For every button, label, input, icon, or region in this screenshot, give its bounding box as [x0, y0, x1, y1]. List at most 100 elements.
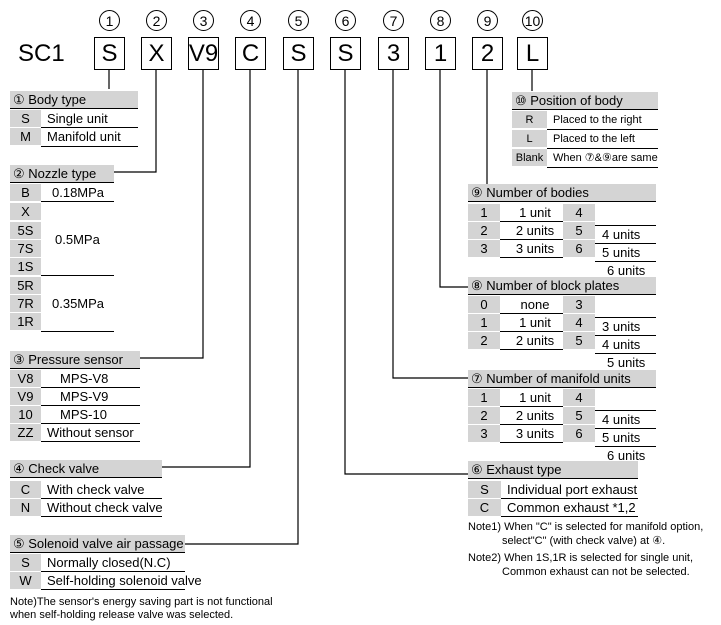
code-box: 2 — [472, 37, 503, 70]
block_plates-value: 3 units — [602, 319, 641, 334]
solenoid-divider — [41, 571, 185, 572]
manifold_units-code: 5 — [563, 407, 595, 425]
position-number: 1 — [99, 10, 120, 31]
position_of_body-desc: Placed to the right — [553, 114, 642, 126]
solenoid-header: ⑤ Solenoid valve air passage — [10, 535, 185, 553]
block_plates-divider — [595, 335, 656, 336]
code-box: S — [330, 37, 361, 70]
position-number: 4 — [240, 10, 261, 31]
position-number: 2 — [146, 10, 167, 31]
pressure_sensor-divider — [41, 441, 140, 442]
manifold_units-value: 2 units — [515, 408, 555, 423]
position-number: 8 — [430, 10, 451, 31]
manifold_units-code: 1 — [468, 389, 500, 407]
block_plates-divider — [500, 349, 563, 350]
nozzle-type-header: ② Nozzle type — [10, 165, 114, 183]
block_plates-code: 4 — [563, 314, 595, 332]
body-type-desc: Manifold unit — [47, 129, 121, 144]
right-note-1a: Note1) When "C" is selected for manifold… — [468, 521, 704, 533]
number_of_bodies-divider — [500, 221, 563, 222]
position-of-body-header: ⑩ Position of body — [512, 92, 658, 110]
number_of_bodies-code: 2 — [468, 222, 500, 240]
block_plates-divider — [500, 313, 563, 314]
nozzle-code: B — [10, 184, 41, 202]
block_plates-code: 5 — [563, 332, 595, 350]
number_of_bodies-value: 5 units — [602, 245, 641, 260]
manifold_units-value: 1 unit — [519, 390, 551, 405]
right-note-1b: select"C" (with check valve) at ④. — [502, 535, 666, 547]
number-of-bodies-header: ⑨ Number of bodies — [468, 184, 656, 202]
code-box: L — [517, 37, 548, 70]
block_plates-value: none — [520, 297, 550, 312]
pressure_sensor-divider — [41, 423, 140, 424]
body-type-desc: Single unit — [47, 111, 108, 126]
number_of_bodies-value: 2 units — [515, 223, 555, 238]
number_of_bodies-code: 1 — [468, 204, 500, 222]
pressure_sensor-desc: Without sensor — [47, 425, 134, 440]
position-number: 9 — [477, 10, 498, 31]
block_plates-code: 3 — [563, 296, 595, 314]
bottom-note-line1: Note)The sensor's energy saving part is … — [10, 596, 273, 608]
exhaust_type-desc: Common exhaust *1,2 — [507, 500, 636, 515]
pressure_sensor-desc: MPS-V8 — [60, 371, 109, 386]
pressure_sensor-code: ZZ — [10, 424, 41, 442]
manifold_units-divider — [595, 446, 656, 447]
pressure_sensor-divider — [41, 387, 140, 388]
nozzle-code: 1R — [10, 313, 41, 331]
number_of_bodies-divider — [595, 225, 656, 226]
block_plates-divider — [595, 353, 656, 354]
body-type-code: M — [10, 128, 41, 146]
manifold_units-code: 6 — [563, 425, 595, 443]
number_of_bodies-value: 6 units — [607, 263, 646, 278]
block_plates-value: 2 units — [515, 333, 555, 348]
block_plates-code: 2 — [468, 332, 500, 350]
check-valve-header: ④ Check valve — [10, 460, 162, 478]
number_of_bodies-code: 5 — [563, 222, 595, 240]
nozzle-pressure: 0.5MPa — [55, 232, 100, 247]
exhaust_type-divider — [501, 516, 638, 517]
nozzle-pressure: 0.35MPa — [52, 296, 105, 311]
code-box: 1 — [425, 37, 456, 70]
code-box: V9 — [188, 37, 219, 70]
position_of_body-divider — [547, 129, 658, 130]
manifold_units-divider — [500, 406, 563, 407]
bottom-note-line2: when self-holding release valve was sele… — [10, 609, 234, 621]
solenoid-code: S — [10, 554, 41, 572]
position-number: 6 — [335, 10, 356, 31]
exhaust_type-divider — [501, 498, 638, 499]
code-box: 3 — [378, 37, 409, 70]
check_valve-desc: With check valve — [47, 482, 145, 497]
manifold-units-header: ⑦ Number of manifold units — [468, 370, 656, 388]
manifold_units-code: 4 — [563, 389, 595, 407]
manifold_units-value: 4 units — [602, 412, 641, 427]
check_valve-code: C — [10, 481, 41, 499]
nozzle-code: 7R — [10, 295, 41, 313]
number_of_bodies-divider — [595, 243, 656, 244]
block_plates-code: 1 — [468, 314, 500, 332]
number_of_bodies-value: 3 units — [515, 241, 555, 256]
manifold_units-value: 6 units — [607, 448, 646, 463]
block-plates-header: ⑧ Number of block plates — [468, 277, 656, 295]
solenoid-desc: Normally closed(N.C) — [47, 555, 171, 570]
solenoid-desc: Self-holding solenoid valve — [47, 573, 202, 588]
manifold_units-value: 3 units — [515, 426, 555, 441]
check_valve-divider — [41, 498, 162, 499]
number_of_bodies-code: 6 — [563, 240, 595, 258]
check_valve-divider — [41, 516, 162, 517]
position_of_body-divider — [547, 148, 658, 149]
nozzle-code: X — [10, 203, 41, 221]
block_plates-value: 1 unit — [519, 315, 551, 330]
manifold_units-divider — [500, 424, 563, 425]
number_of_bodies-divider — [595, 261, 656, 262]
position_of_body-code: Blank — [512, 149, 547, 167]
nozzle-code: 7S — [10, 240, 41, 258]
pressure_sensor-code: 10 — [10, 406, 41, 424]
manifold_units-code: 3 — [468, 425, 500, 443]
check_valve-code: N — [10, 499, 41, 517]
manifold_units-divider — [595, 410, 656, 411]
block_plates-code: 0 — [468, 296, 500, 314]
manifold_units-code: 2 — [468, 407, 500, 425]
block_plates-divider — [595, 317, 656, 318]
position-number: 3 — [193, 10, 214, 31]
position_of_body-code: L — [512, 130, 547, 148]
